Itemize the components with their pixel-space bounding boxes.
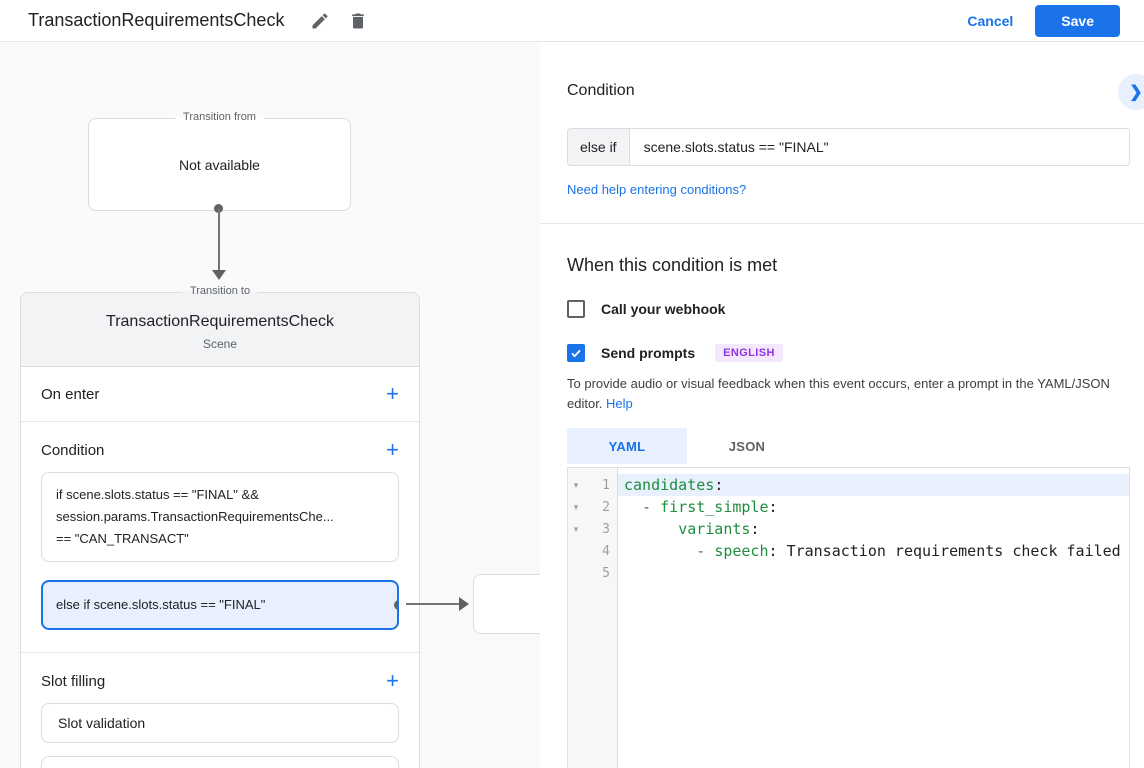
send-prompts-label: Send prompts [601, 345, 696, 361]
tab-yaml[interactable]: YAML [567, 428, 687, 464]
yaml-editor-lines[interactable]: candidates: - first_simple: variants: - … [618, 468, 1129, 768]
scene-node-title: TransactionRequirementsCheck [106, 313, 334, 330]
chevron-right-icon: ❯ [1129, 84, 1143, 101]
slot-filling-label: Slot filling [41, 672, 106, 690]
on-enter-label: On enter [41, 385, 100, 403]
connector-dot [214, 204, 223, 213]
yaml-code-editor[interactable]: ▾ 1 ▾ 2 ▾ 3 4 5 candidates: - first_simple: var… [567, 467, 1130, 768]
scene-node-header[interactable]: TransactionRequirementsCheck Scene [21, 293, 419, 367]
slot-item[interactable]: TransactionRequirementsCheck [41, 756, 399, 768]
transition-to-legend: Transition to [181, 285, 259, 297]
prompts-helper-text: To provide audio or visual feedback when… [567, 376, 1110, 411]
code-line[interactable]: variants: [678, 520, 760, 538]
transition-target-node[interactable] [473, 574, 540, 634]
add-icon: + [386, 381, 399, 406]
transition-from-value: Not available [179, 156, 260, 173]
panel-divider [540, 223, 1144, 224]
editor-format-tabs: YAML JSON [567, 428, 1130, 464]
transition-from-legend: Transition from [175, 111, 264, 123]
trash-icon [352, 13, 365, 28]
scene-node: Transition to TransactionRequirementsChe… [20, 285, 420, 768]
add-icon: + [386, 437, 399, 462]
transition-arrow-line [218, 209, 220, 271]
fold-arrow-icon[interactable]: ▾ [573, 479, 579, 490]
when-met-title: When this condition is met [567, 255, 778, 275]
delete-scene-button[interactable] [342, 5, 374, 37]
call-webhook-checkbox[interactable] [567, 300, 585, 318]
add-on-enter-button[interactable]: + [386, 383, 399, 405]
top-bar: TransactionRequirementsCheck Cancel Save [0, 0, 1144, 42]
line-number: 2 [602, 499, 610, 515]
yaml-editor-gutter: ▾ 1 ▾ 2 ▾ 3 4 5 [568, 468, 618, 768]
condition-item[interactable]: if scene.slots.status == "FINAL" && sess… [41, 472, 399, 562]
scene-node-subtitle: Scene [202, 337, 238, 351]
send-prompts-checkbox[interactable] [567, 344, 585, 362]
condition-expression-input[interactable] [629, 129, 1129, 165]
fold-arrow-icon[interactable]: ▾ [573, 501, 579, 512]
condition-item-selected[interactable]: else if scene.slots.status == "FINAL" [41, 580, 399, 630]
condition-help-link[interactable]: Need help entering conditions? [567, 182, 747, 197]
code-line[interactable]: - first_simple: [624, 498, 778, 516]
collapse-panel-button[interactable]: ❯ [1118, 74, 1144, 110]
fold-arrow-icon[interactable]: ▾ [573, 523, 579, 534]
language-badge: ENGLISH [715, 344, 783, 362]
condition-section-label: Condition [41, 441, 105, 459]
scene-flow-canvas: Transition from Not available Transition… [0, 42, 540, 768]
on-enter-section: On enter + [21, 367, 419, 422]
help-link[interactable]: Help [606, 396, 633, 411]
add-slot-button[interactable]: + [386, 670, 399, 692]
line-number: 4 [602, 543, 610, 559]
line-number: 5 [602, 565, 610, 581]
code-line[interactable] [618, 562, 1129, 584]
page-title: TransactionRequirementsCheck [28, 10, 285, 30]
save-button[interactable]: Save [1035, 4, 1120, 37]
code-line[interactable]: candidates: [618, 474, 1129, 496]
code-line[interactable]: - speech: Transaction requirements check… [624, 542, 1121, 560]
condition-editor-panel: ❯ Condition else if Need help entering c… [540, 42, 1144, 768]
add-condition-button[interactable]: + [386, 439, 399, 461]
condition-transition-arrowhead-icon [459, 597, 469, 611]
tab-json[interactable]: JSON [728, 438, 766, 454]
condition-transition-line [406, 603, 461, 605]
transition-from-node[interactable]: Transition from Not available [88, 111, 351, 211]
condition-prefix-label: else if [568, 129, 630, 165]
call-webhook-label: Call your webhook [601, 301, 726, 317]
pencil-icon [312, 12, 328, 28]
condition-section: Condition + if scene.slots.status == "FI… [21, 422, 419, 653]
condition-expression-field: else if [567, 128, 1130, 166]
slot-item[interactable]: Slot validation [41, 703, 399, 743]
connector-dot [394, 600, 397, 610]
line-number: 3 [602, 521, 610, 537]
edit-title-button[interactable] [304, 5, 336, 37]
panel-title: Condition [567, 82, 635, 99]
line-number: 1 [602, 477, 610, 493]
checkmark-icon [571, 349, 581, 358]
add-icon: + [386, 668, 399, 693]
cancel-button[interactable]: Cancel [967, 12, 1014, 29]
slot-filling-section: Slot filling + Slot validation Transacti… [21, 653, 419, 768]
condition-item-text: else if scene.slots.status == "FINAL" [56, 597, 266, 612]
transition-arrowhead-icon [212, 270, 226, 280]
